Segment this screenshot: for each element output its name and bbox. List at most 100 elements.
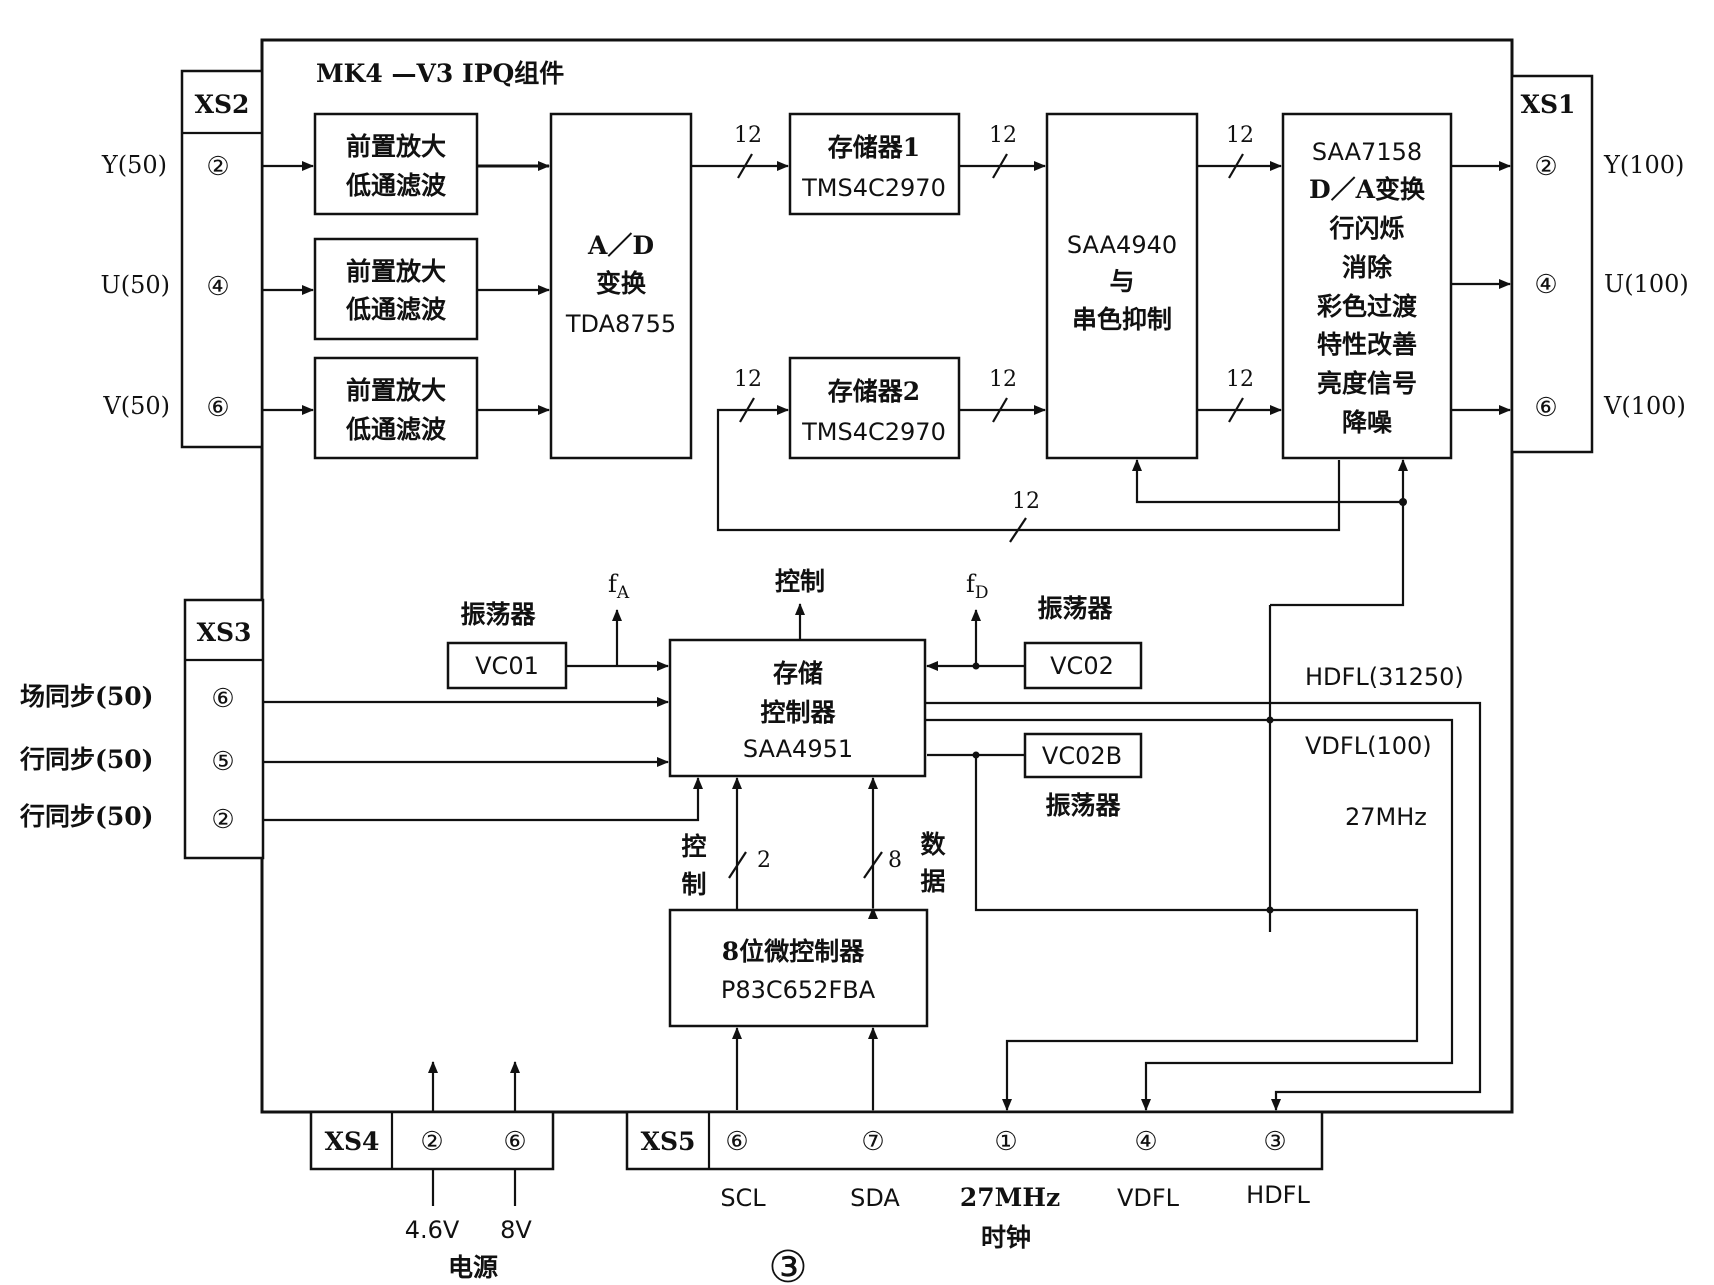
data-label-2: 据 [920,867,945,896]
svg-text:②: ② [206,152,229,182]
xs5-scl: SCL [720,1184,766,1212]
svg-text:D／A变换: D／A变换 [1309,175,1426,204]
svg-text:②: ② [211,805,234,835]
svg-text:②: ② [420,1127,443,1157]
module-title: MK4 —V3 IPQ组件 [316,59,564,88]
bus-width-adc-mem1: 12 [734,123,762,148]
bus-width-feedback: 12 [1012,489,1040,514]
memory-1: 存储器1 TMS4C2970 [788,112,961,216]
svg-text:⑥: ⑥ [725,1127,748,1157]
svg-text:SAA4940: SAA4940 [1067,231,1177,259]
output-y: Y(100) [1603,151,1684,179]
output-v: V(100) [1603,392,1686,420]
bus-width-mem1-saa4940: 12 [989,123,1017,148]
svg-text:④: ④ [1134,1127,1157,1157]
xs5-sda: SDA [850,1184,900,1212]
bus-width-saa4940-saa7158-b: 12 [1226,367,1254,392]
svg-text:8位微控制器: 8位微控制器 [722,937,865,966]
oscillator-vc02b: VC02B [1023,732,1143,779]
svg-text:前置放大: 前置放大 [346,257,446,286]
power-4v6: 4.6V [405,1216,460,1244]
xs5-hdfl: HDFL [1246,1181,1310,1209]
output-u: U(100) [1604,270,1689,298]
svg-text:串色抑制: 串色抑制 [1072,305,1172,334]
ctrl-label-1: 控 [681,832,706,861]
svg-text:TMS4C2970: TMS4C2970 [801,174,946,202]
svg-text:亮度信号: 亮度信号 [1317,369,1417,398]
svg-text:彩色过渡: 彩色过渡 [1317,292,1418,321]
svg-text:XS3: XS3 [197,618,252,647]
svg-text:⑤: ⑤ [211,747,234,777]
connector-xs4: XS4 ② ⑥ [309,1110,555,1171]
svg-text:变换: 变换 [596,269,647,298]
svg-text:⑥: ⑥ [206,393,229,423]
svg-text:A／D: A／D [587,231,654,260]
svg-text:⑦: ⑦ [861,1127,884,1157]
signal-vdfl: VDFL(100) [1305,732,1432,760]
svg-text:⑥: ⑥ [503,1127,526,1157]
saa7158-block: SAA7158 D／A变换 行闪烁 消除 彩色过渡 特性改善 亮度信号 降噪 [1281,112,1453,460]
preamp-lpf-v: 前置放大 低通滤波 [313,356,479,460]
svg-text:⑥: ⑥ [211,684,234,714]
input-y: Y(50) [101,151,167,179]
signal-hdfl: HDFL(31250) [1305,663,1464,691]
bus-width-saa4940-saa7158-a: 12 [1226,123,1254,148]
svg-text:降噪: 降噪 [1342,408,1392,437]
svg-text:SAA4951: SAA4951 [743,735,853,763]
connector-xs2: XS2 ② ④ ⑥ [180,69,264,449]
svg-text:TDA8755: TDA8755 [565,310,676,338]
svg-text:与: 与 [1109,267,1134,296]
svg-text:④: ④ [206,272,229,302]
svg-text:VC02B: VC02B [1042,742,1122,770]
power-8v: 8V [500,1216,532,1244]
svg-text:低通滤波: 低通滤波 [345,295,447,324]
sync-field: 场同步(50) [20,682,153,711]
connector-xs5: XS5 ⑥ ⑦ ① ④ ③ [625,1110,1324,1171]
preamp-lpf-u: 前置放大 低通滤波 [313,237,479,341]
svg-text:②: ② [1534,152,1557,182]
svg-text:行闪烁: 行闪烁 [1328,214,1404,243]
signal-27mhz: 27MHz [1345,803,1427,831]
svg-text:低通滤波: 低通滤波 [345,415,447,444]
svg-text:存储: 存储 [773,659,823,688]
svg-text:XS5: XS5 [641,1127,696,1156]
svg-text:VC01: VC01 [475,652,539,680]
control-label: 控制 [775,567,825,596]
svg-text:前置放大: 前置放大 [346,132,446,161]
xs5-27mhz: 27MHz [960,1183,1060,1212]
sync-line-1: 行同步(50) [19,745,153,774]
svg-text:④: ④ [1534,270,1557,300]
bus-width-mem2-saa4940: 12 [989,367,1017,392]
preamp-lpf-y: 前置放大 低通滤波 [313,112,479,216]
connector-xs3: XS3 ⑥ ⑤ ② [183,598,265,860]
svg-text:VC02: VC02 [1050,652,1114,680]
svg-text:③: ③ [1263,1127,1286,1157]
oscillator-label-2: 振荡器 [1037,594,1113,623]
svg-text:TMS4C2970: TMS4C2970 [801,418,946,446]
svg-text:存储器2: 存储器2 [828,377,920,406]
power-label: 电源 [448,1253,498,1282]
sync-line-2: 行同步(50) [19,802,153,831]
svg-text:SAA7158: SAA7158 [1312,138,1422,166]
saa4940-block: SAA4940 与 串色抑制 [1045,112,1199,460]
memory-2: 存储器2 TMS4C2970 [788,356,961,460]
storage-controller-saa4951: 存储 控制器 SAA4951 [668,638,927,778]
oscillator-vc01: VC01 [446,641,568,690]
svg-text:①: ① [994,1127,1017,1157]
oscillator-vc02: VC02 [1023,641,1143,690]
svg-text:XS2: XS2 [195,90,250,119]
oscillator-label-3: 振荡器 [1045,791,1121,820]
ctrl-label-2: 制 [681,870,706,899]
bus-width-ctrl: 2 [757,848,771,873]
figure-number: ③ [768,1242,807,1285]
xs5-vdfl: VDFL [1117,1184,1180,1212]
svg-text:前置放大: 前置放大 [346,376,446,405]
xs5-clock: 时钟 [981,1223,1031,1252]
bus-width-mem2-in: 12 [734,367,762,392]
data-label-1: 数 [920,830,946,859]
svg-text:特性改善: 特性改善 [1317,330,1417,359]
svg-text:存储器1: 存储器1 [828,133,920,162]
mcu-p83c652fba: 8位微控制器 P83C652FBA [668,908,929,1028]
freq-fa: fA [608,570,630,603]
